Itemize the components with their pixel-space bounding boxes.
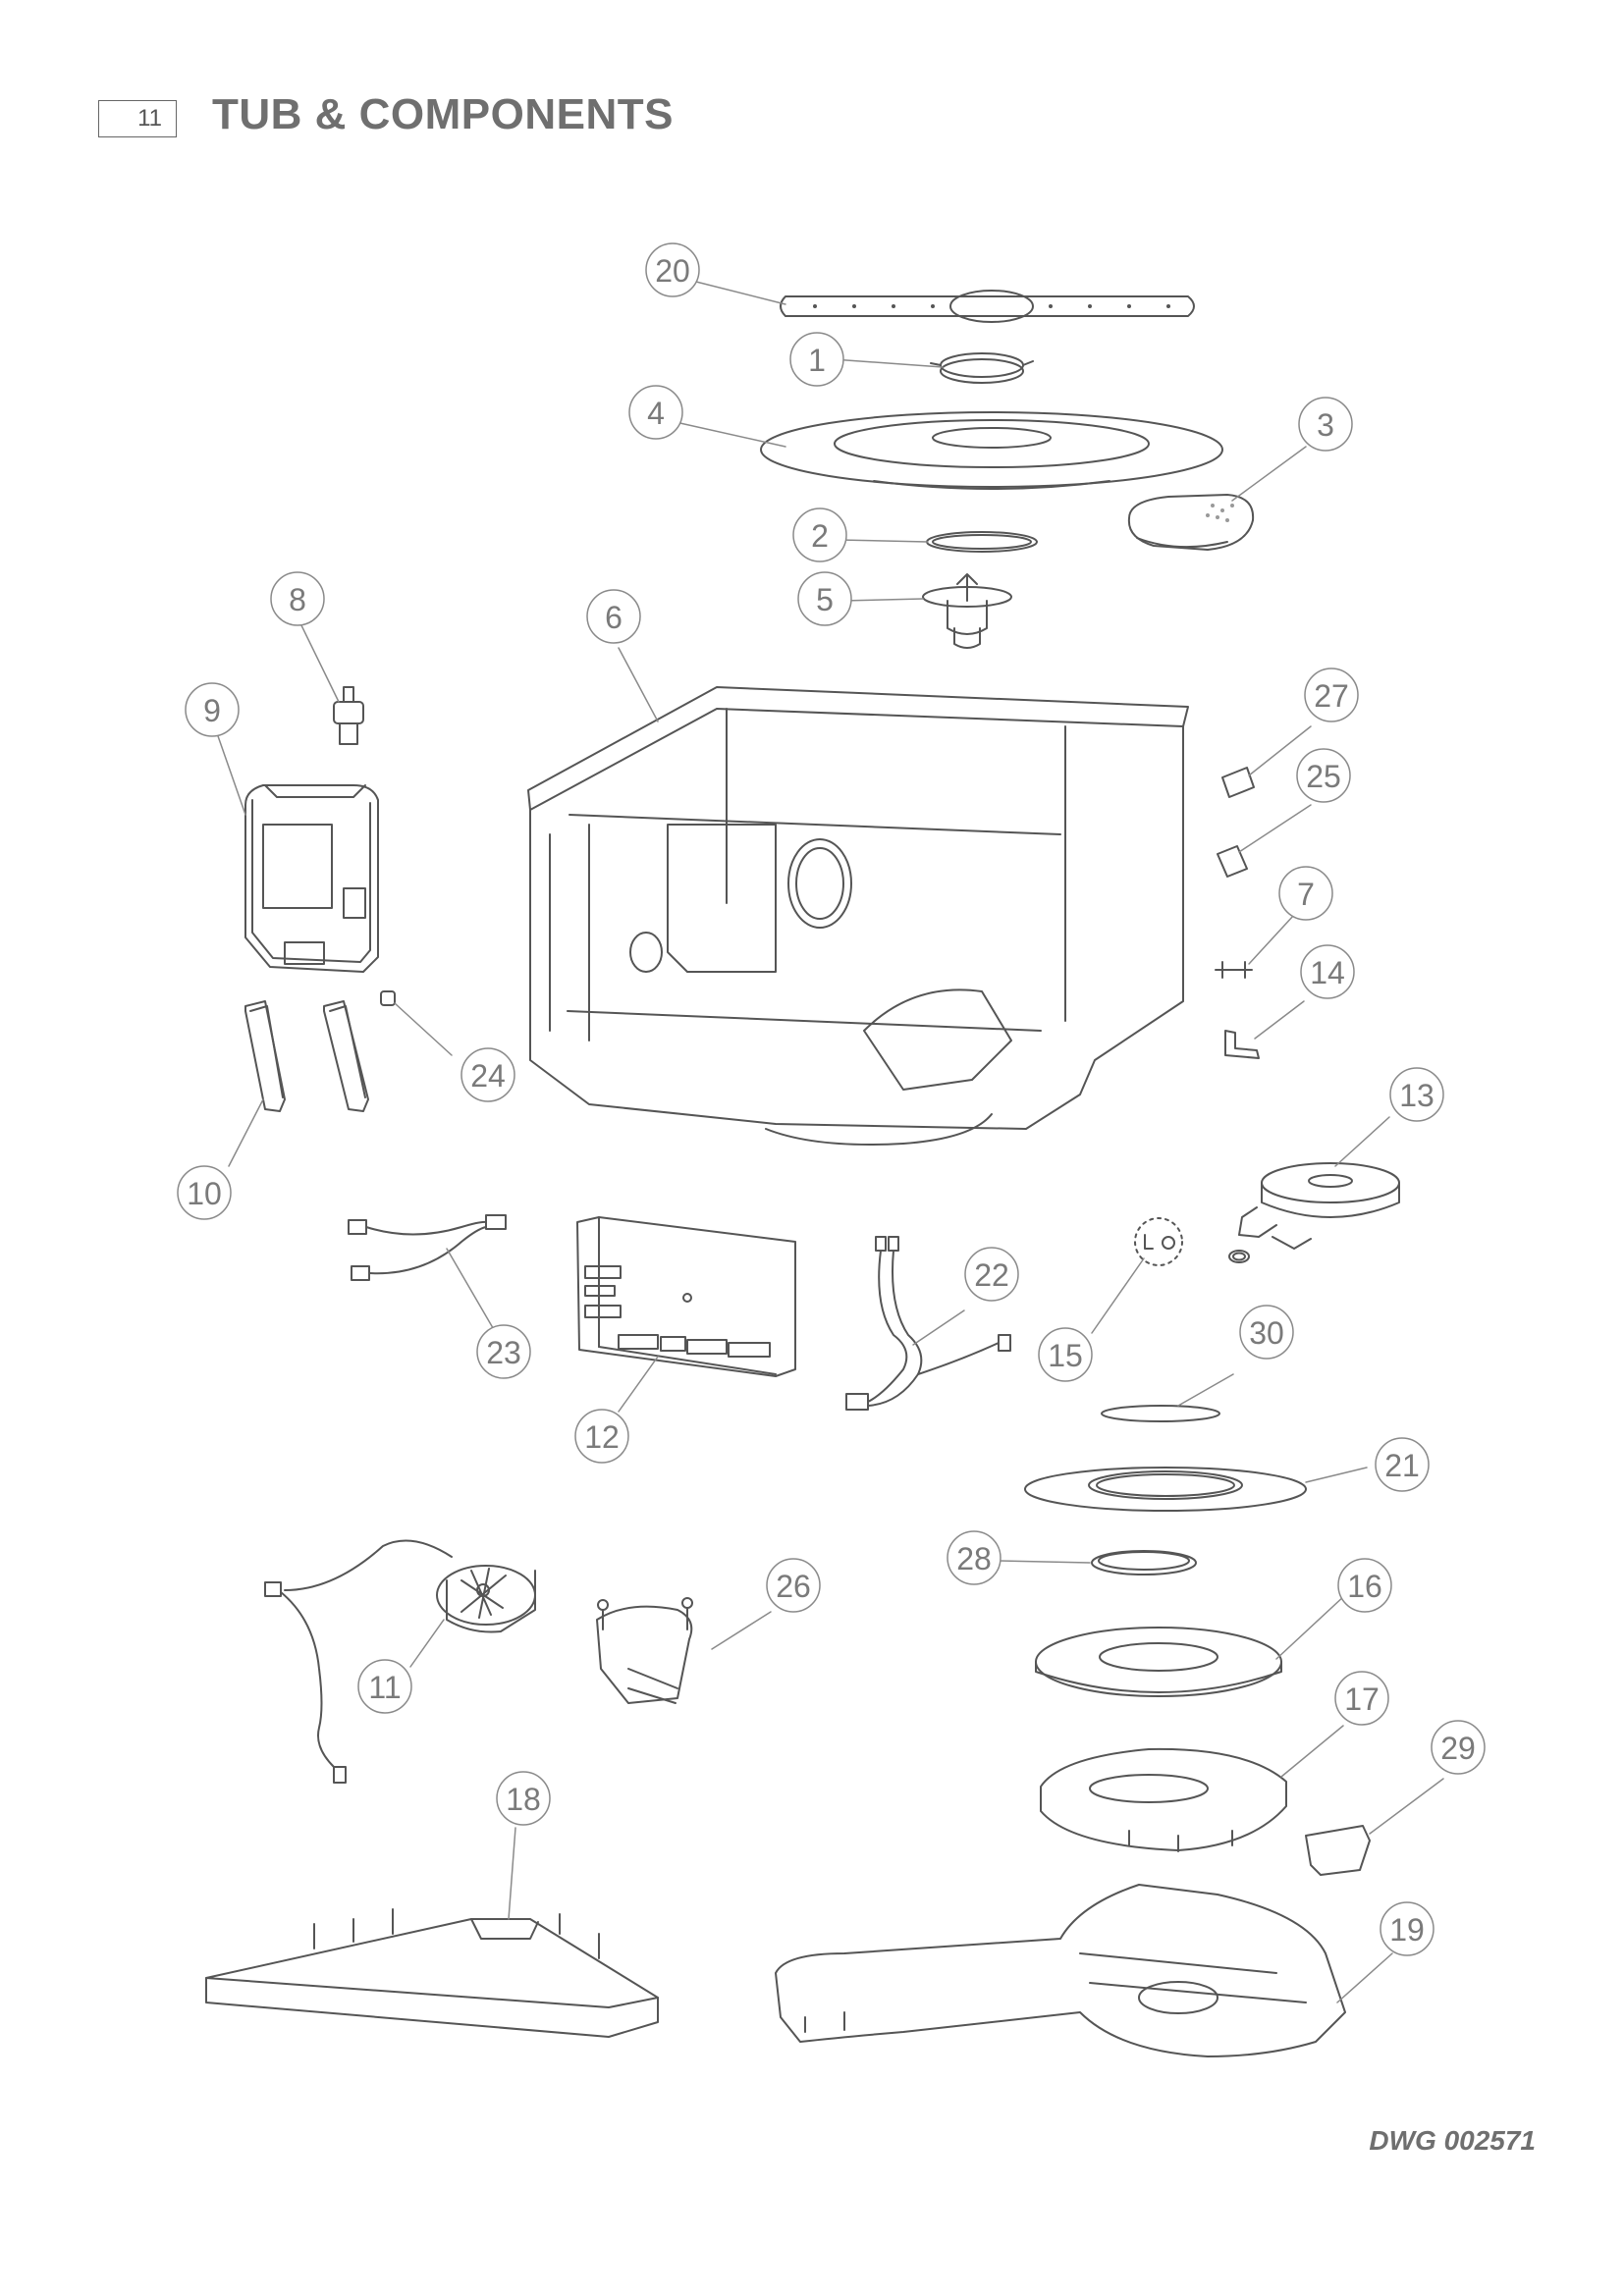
callout-6: 6 [605,600,623,635]
callout-30: 30 [1249,1315,1284,1351]
callout-10: 10 [187,1176,222,1211]
callout-3: 3 [1317,407,1334,443]
callout-2: 2 [811,518,829,554]
part-main-base-19 [775,1884,1346,2057]
callout-1: 1 [808,343,826,378]
part-main-board [576,1216,796,1377]
callout-7: 7 [1297,877,1315,912]
part-fan-motor [264,1539,536,1784]
callout-25: 25 [1306,759,1341,794]
part-clips-15 [1134,1217,1183,1266]
callout-18: 18 [506,1782,541,1817]
callout-4: 4 [647,396,665,431]
callout-16: 16 [1347,1569,1382,1604]
callout-27: 27 [1314,678,1349,714]
page-title: TUB & COMPONENTS [212,90,674,138]
callout-9: 9 [203,693,221,728]
callout-12: 12 [584,1419,620,1455]
callout-8: 8 [289,582,306,617]
callout-19: 19 [1389,1912,1425,1948]
part-seal-30 [1101,1405,1220,1422]
part-filter-cup [1127,494,1255,551]
part-connector [380,990,396,1006]
part-base-frame-17 [1040,1747,1287,1852]
part-pin [1215,961,1253,979]
part-harness-23 [348,1214,507,1281]
callout-22: 22 [974,1257,1009,1293]
callout-23: 23 [486,1335,521,1370]
callout-15: 15 [1048,1338,1083,1373]
callout-29: 29 [1440,1731,1476,1766]
callout-13: 13 [1399,1078,1435,1113]
callout-24: 24 [470,1058,506,1094]
part-control-box [244,784,379,973]
part-clip-27 [1221,767,1255,798]
callout-21: 21 [1384,1448,1420,1483]
part-pump-hub [922,573,1012,649]
page-number: 11 [98,100,177,137]
part-ring-plate-16 [1035,1627,1282,1697]
callout-28: 28 [956,1541,992,1576]
part-clamp-26 [596,1597,693,1704]
part-heater-sump [1238,1162,1400,1250]
drawing-number: DWG 002571 [1369,2125,1536,2156]
callout-5: 5 [816,582,834,617]
callout-17: 17 [1344,1682,1380,1717]
part-clip-14 [1224,1030,1260,1059]
callout-26: 26 [776,1569,811,1604]
part-cap-29 [1305,1825,1371,1876]
part-harness-22 [845,1236,1011,1411]
part-deflector-18 [205,1908,659,2038]
part-filter-cover [760,411,1223,490]
part-upper-spray-arm [780,290,1195,323]
part-ring-28 [1091,1550,1197,1575]
part-clip-25 [1217,845,1248,878]
part-brackets [244,1000,369,1112]
callout-20: 20 [655,253,690,289]
part-retaining-ring [930,352,1034,384]
callout-14: 14 [1310,955,1345,990]
part-small-fitting [333,686,364,745]
part-base-plate-21 [1024,1467,1307,1512]
callout-11: 11 [368,1670,401,1705]
part-tub [527,686,1189,1146]
